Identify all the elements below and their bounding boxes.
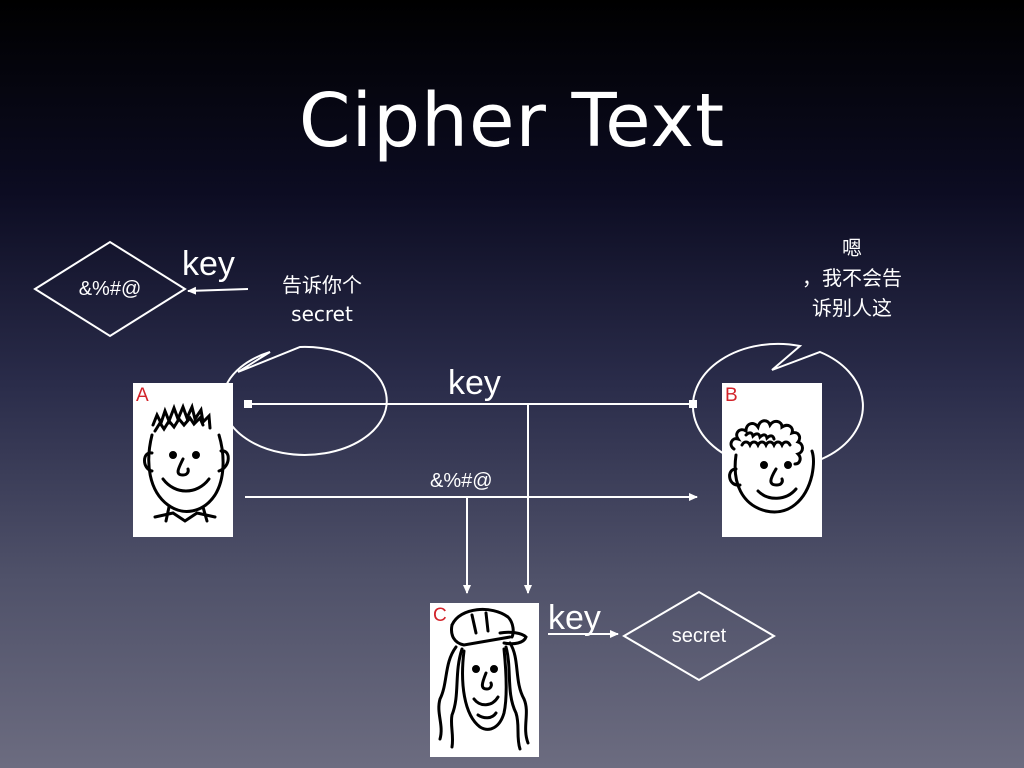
bubble-b-line1: 嗯 <box>842 236 862 260</box>
key-label-middle: key <box>448 364 501 402</box>
person-c-face-icon <box>437 607 530 751</box>
key-arrow-left <box>187 286 249 295</box>
key-label-top-left: key <box>182 245 235 283</box>
person-b-face-icon <box>728 419 815 514</box>
person-b-letter: B <box>725 385 738 406</box>
person-a-letter: A <box>136 385 149 406</box>
person-c-card: C <box>430 603 539 757</box>
left-diamond-shape <box>33 240 187 338</box>
slide-title: Cipher Text <box>298 78 726 164</box>
person-c-letter: C <box>433 605 447 626</box>
person-a-card: A <box>133 383 233 537</box>
right-diamond-shape <box>622 590 776 682</box>
bubble-b-line2: ，我不会告 <box>802 266 902 290</box>
bubble-b-line3: 诉别人这 <box>812 296 892 320</box>
bubble-a-line1: 告诉你个 <box>282 273 362 297</box>
key-line-end-right <box>689 400 697 408</box>
person-b-card: B <box>722 383 822 537</box>
bubble-b-text: 嗯 ，我不会告 诉别人这 <box>782 233 922 323</box>
bubble-a-line2: secret <box>291 302 353 326</box>
person-a-face-icon <box>143 402 230 523</box>
cipher-label-middle: &%#@ <box>430 470 493 492</box>
key-label-bottom: key <box>548 599 601 637</box>
key-line-end-left <box>244 400 252 408</box>
right-diamond-text: secret <box>671 625 727 647</box>
left-diamond-text: &%#@ <box>78 278 142 300</box>
bubble-a-text: 告诉你个 secret <box>252 271 392 329</box>
